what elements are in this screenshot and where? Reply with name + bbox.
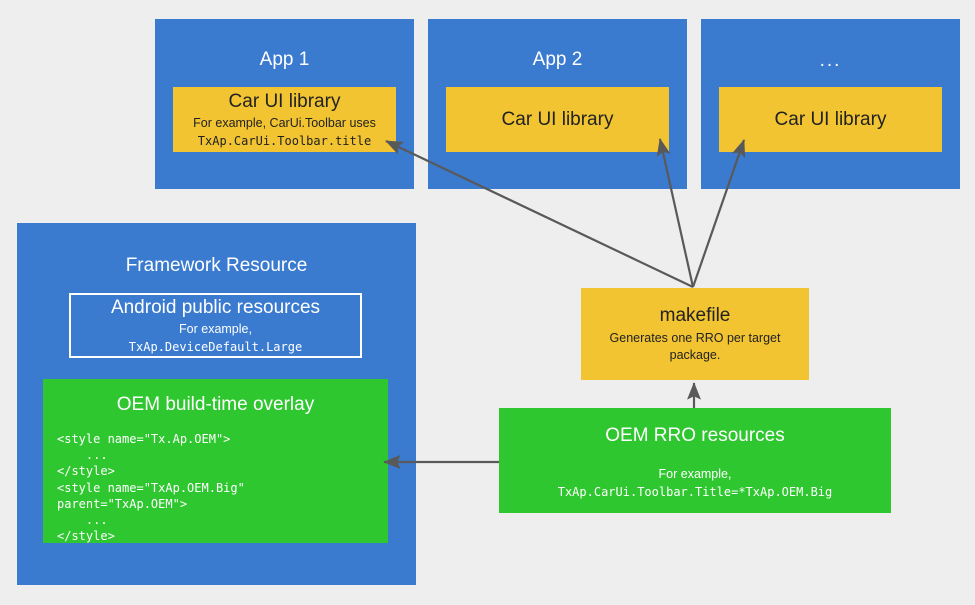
oem-build-time-overlay-box: OEM build-time overlay <style name="Tx.A… (43, 379, 388, 543)
oem-rro-resources-box: OEM RRO resources For example, TxAp.CarU… (499, 408, 891, 513)
car-ui-library-box-2: Car UI library (446, 87, 669, 152)
android-public-resources-subtitle: For example, (179, 321, 252, 336)
car-ui-library-code-1: TxAp.CarUi.Toolbar.title (197, 133, 372, 148)
car-ui-library-box-3: Car UI library (719, 87, 942, 152)
car-ui-library-title-3: Car UI library (774, 108, 887, 130)
makefile-box: makefile Generates one RRO per target pa… (581, 288, 809, 380)
app-3-header: ... (819, 50, 842, 71)
app-card-2: App 2 Car UI library (428, 19, 687, 189)
app-1-header: App 1 (259, 49, 310, 70)
makefile-title: makefile (659, 305, 731, 327)
app-card-3: ... Car UI library (701, 19, 960, 189)
android-public-resources-title: Android public resources (110, 297, 321, 319)
car-ui-library-title-1: Car UI library (228, 91, 341, 113)
framework-resource-header: Framework Resource (125, 255, 308, 276)
app-2-header: App 2 (532, 49, 583, 70)
car-ui-library-box-1: Car UI library For example, CarUi.Toolba… (173, 87, 396, 152)
oem-build-time-overlay-code: <style name="Tx.Ap.OEM"> ... </style> <s… (57, 432, 245, 544)
oem-rro-resources-code: TxAp.CarUi.Toolbar.Title=*TxAp.OEM.Big (557, 485, 833, 499)
oem-rro-resources-subtitle: For example, (658, 467, 732, 481)
app-card-1: App 1 Car UI library For example, CarUi.… (155, 19, 414, 189)
oem-build-time-overlay-title: OEM build-time overlay (116, 394, 315, 415)
car-ui-library-subtitle-1: For example, CarUi.Toolbar uses (193, 115, 376, 130)
android-public-resources-box: Android public resources For example, Tx… (69, 293, 362, 358)
framework-resource-card: Framework Resource Android public resour… (17, 223, 416, 585)
makefile-subtitle: Generates one RRO per target package. (609, 331, 781, 362)
android-public-resources-code: TxAp.DeviceDefault.Large (128, 339, 303, 354)
oem-rro-resources-title: OEM RRO resources (605, 425, 785, 446)
car-ui-library-title-2: Car UI library (501, 108, 614, 130)
